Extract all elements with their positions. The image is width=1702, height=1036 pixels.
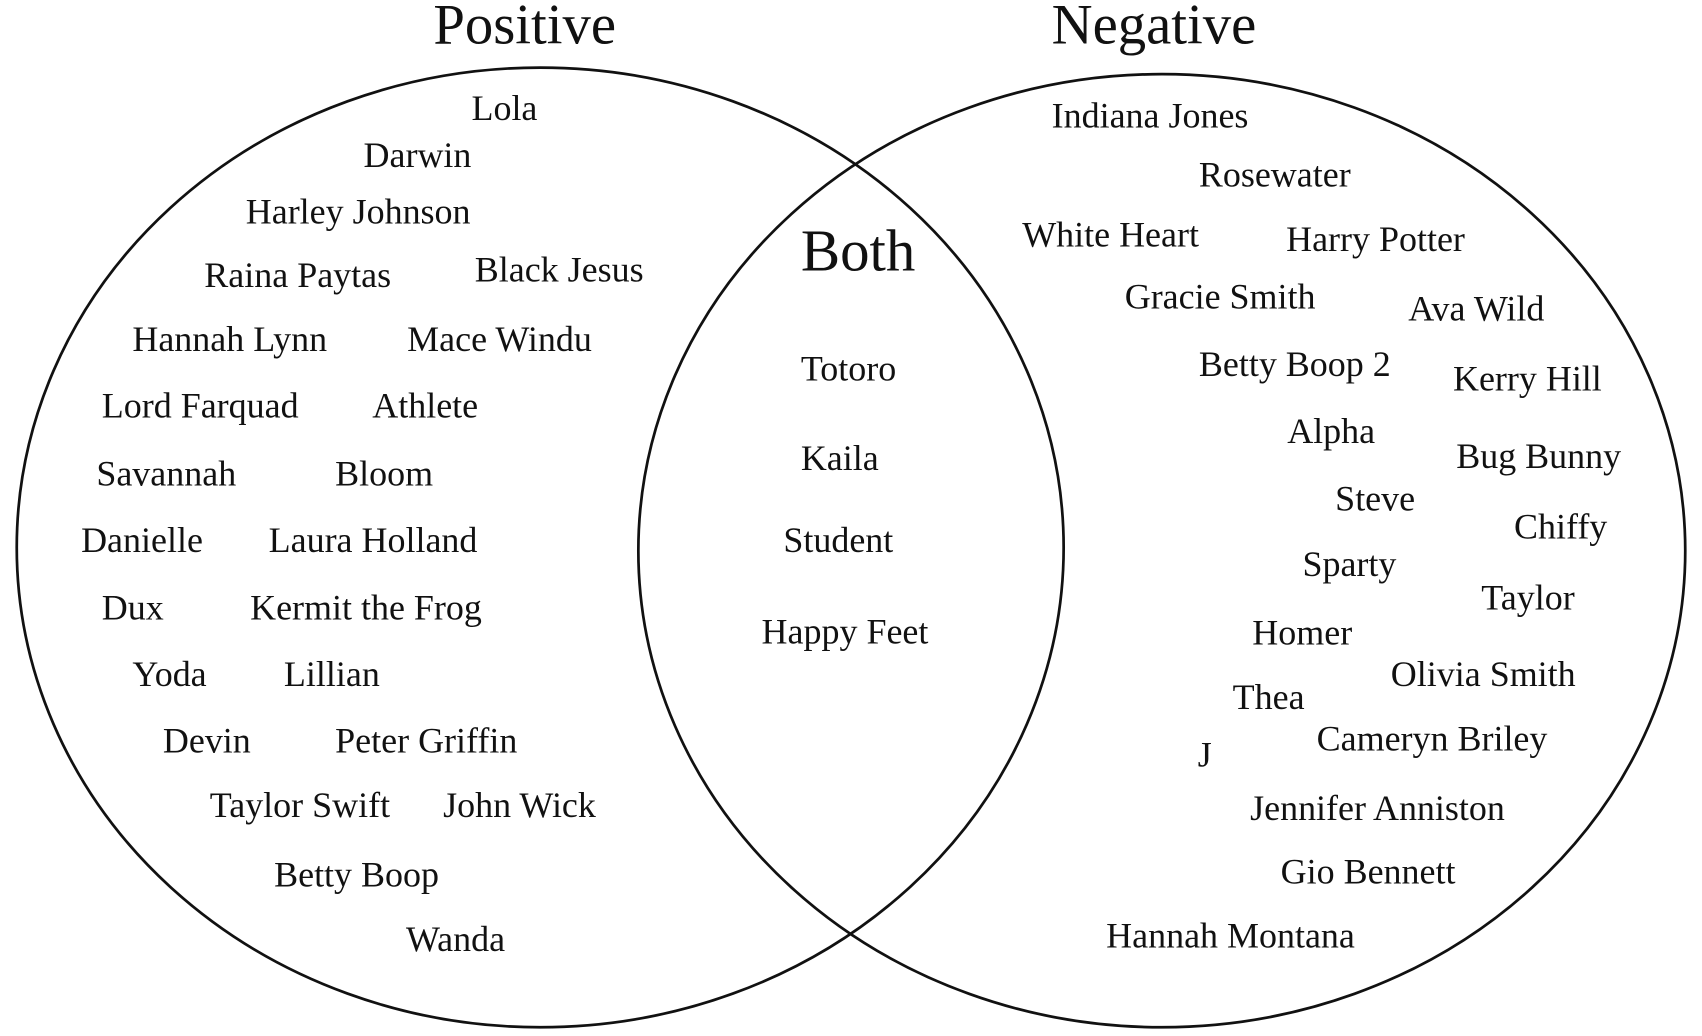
positive-name: Taylor Swift — [210, 785, 390, 825]
negative-name: Bug Bunny — [1456, 436, 1621, 476]
negative-name: Cameryn Briley — [1317, 718, 1548, 758]
negative-name: Rosewater — [1199, 154, 1351, 194]
positive-name: Danielle — [81, 520, 203, 560]
both-name: Happy Feet — [762, 611, 929, 651]
positive-name: Yoda — [132, 654, 206, 694]
negative-name: Hannah Montana — [1106, 916, 1355, 956]
negative-circle — [636, 72, 1687, 1029]
negative-name: Taylor — [1481, 578, 1574, 618]
positive-name: Betty Boop — [274, 855, 439, 895]
negative-name: Steve — [1335, 478, 1415, 518]
positive-name: Laura Holland — [269, 520, 478, 560]
negative-name: Alpha — [1287, 411, 1375, 451]
positive-name: Black Jesus — [475, 249, 644, 289]
positive-name: Dux — [102, 587, 164, 627]
negative-name: Jennifer Anniston — [1250, 788, 1505, 828]
negative-name: Olivia Smith — [1391, 654, 1576, 694]
negative-name: Betty Boop 2 — [1199, 344, 1391, 384]
positive-name: John Wick — [443, 785, 596, 825]
positive-name: Lola — [471, 88, 537, 128]
negative-title: Negative — [1052, 0, 1257, 57]
both-name: Kaila — [801, 438, 879, 478]
positive-name: Devin — [163, 720, 251, 760]
positive-name: Kermit the Frog — [250, 587, 482, 627]
negative-name: Ava Wild — [1408, 289, 1544, 329]
both-name: Student — [783, 520, 893, 560]
positive-name: Darwin — [364, 135, 472, 175]
both-name: Totoro — [801, 349, 896, 389]
positive-name: Peter Griffin — [335, 720, 517, 760]
negative-name: Indiana Jones — [1052, 96, 1249, 136]
negative-name: Gracie Smith — [1125, 277, 1316, 317]
negative-name: J — [1198, 735, 1212, 775]
positive-name: Bloom — [335, 453, 433, 493]
positive-circle — [15, 66, 1066, 1029]
positive-name: Raina Paytas — [204, 255, 391, 295]
positive-name: Lord Farquad — [102, 386, 299, 426]
positive-name: Lillian — [284, 654, 380, 694]
negative-name: Kerry Hill — [1453, 358, 1602, 398]
positive-title: Positive — [433, 0, 616, 57]
negative-name: Gio Bennett — [1281, 851, 1456, 891]
positive-name: Hannah Lynn — [132, 319, 327, 359]
positive-name: Athlete — [372, 386, 478, 426]
negative-name: Homer — [1252, 613, 1352, 653]
negative-name: Chiffy — [1514, 507, 1607, 547]
negative-name: Thea — [1233, 677, 1305, 717]
both-title: Both — [801, 218, 916, 283]
positive-name: Harley Johnson — [246, 192, 471, 232]
positive-name: Savannah — [96, 453, 236, 493]
negative-name: White Heart — [1022, 214, 1199, 254]
positive-name: Wanda — [406, 919, 505, 959]
negative-name: Harry Potter — [1286, 219, 1465, 259]
positive-name: Mace Windu — [407, 319, 592, 359]
negative-name: Sparty — [1302, 544, 1396, 584]
